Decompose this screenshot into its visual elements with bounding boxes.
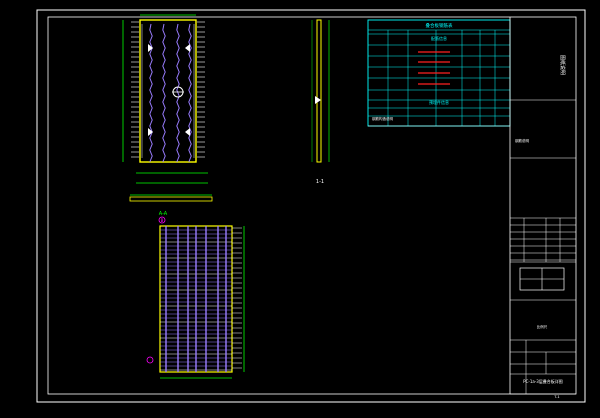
rebar-line [176,23,180,163]
detail-vertical-rebars [165,226,227,372]
inner-drawing-border [47,16,577,395]
plan-ticks-right [197,21,205,158]
lift-point-marker [185,44,190,52]
plan-view: A-A [122,14,213,217]
detail-view: B [146,216,245,379]
elevation-plate [316,19,322,163]
elevation-label: 1-1 [316,179,324,185]
rebar-note: 钢筋说明 [515,138,529,143]
rebar-table-lower-header: 预埋件信息 [429,99,449,105]
detail-right-ticks [232,227,242,369]
scale-caption: 比例尺 [537,324,548,329]
title-block: 比例尺 PC-1a-3层叠合板详图 T-1 [510,217,576,399]
lift-point-marker [148,128,153,136]
plan-base-strip [129,196,213,202]
rebar-line [162,23,166,163]
title-block-grid [510,217,576,395]
rebar-table-grid [368,29,510,126]
drawing-name: PC-1a-3层叠合板详图 [523,378,563,384]
lift-point-marker [185,128,190,136]
rebar-line [188,23,192,163]
elevation-view: 1-1 [311,19,330,185]
side-note-text: 图纸说明 [559,55,566,75]
rebar-table-header: 叠合板钢筋表 [426,22,453,29]
detail-label: B [161,218,164,223]
rebar-line [149,23,153,163]
side-notes: 图纸说明 钢筋构造说明 钢筋说明 [368,17,576,394]
plan-label: A-A [159,211,168,217]
rebar-table: 叠合板钢筋表 配筋信息 预埋件信息 [367,19,511,127]
rebar-table-subheader: 配筋信息 [431,35,447,41]
plate-outline [139,19,197,163]
drawing-code: T-1 [553,395,559,399]
outer-sheet-border [36,9,586,403]
plan-rebar-group [141,23,195,163]
detail-callout [146,356,154,364]
construction-note: 钢筋构造说明 [372,116,393,121]
elevation-marker [315,96,321,104]
plan-ticks-left [131,21,139,158]
lift-point-marker [148,44,153,52]
detail-callout [158,216,166,224]
